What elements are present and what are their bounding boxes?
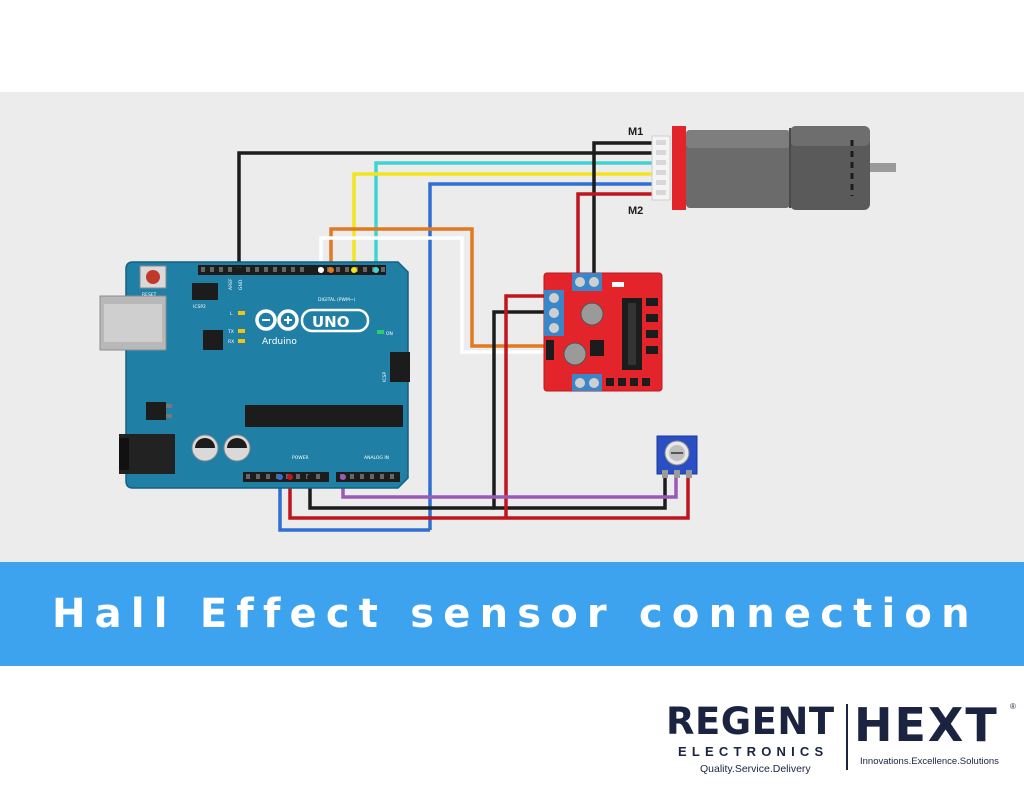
atmega16u2-chip — [203, 330, 223, 350]
motor-body — [790, 126, 870, 210]
driver-input-header — [546, 340, 554, 360]
logo-divider — [846, 704, 848, 770]
l-led-label: L — [230, 311, 233, 317]
banner-title: Hall Effect sensor connection — [52, 591, 979, 637]
driver-chip — [590, 340, 604, 356]
hext-registered-mark: ® — [1010, 702, 1016, 711]
hext-logo-tagline: Innovations.Excellence.Solutions — [860, 756, 999, 767]
wiring-diagram: M1 M2 — [0, 92, 1024, 562]
digital-label: DIGITAL (PWM~) — [318, 297, 356, 303]
gnd-label: GND — [238, 279, 244, 290]
driver-capacitor-1 — [580, 302, 604, 326]
wire-red-driver-vcc — [504, 294, 550, 518]
wire-blue-5v-bottom — [278, 476, 430, 532]
potentiometer — [656, 435, 698, 478]
on-label: ON — [386, 331, 393, 337]
motor-shaft — [870, 163, 896, 172]
driver-capacitor-2 — [563, 342, 587, 366]
voltage-regulator — [146, 402, 166, 420]
analog-header — [336, 472, 400, 482]
wire-red-motor-m2-to-driver — [576, 192, 658, 274]
tx-label: TX — [227, 329, 234, 335]
title-banner: Hall Effect sensor connection — [0, 562, 1024, 666]
uno-label: UNO — [312, 313, 350, 331]
icsp2-label: ICSP2 — [193, 304, 206, 310]
aref-label: AREF — [228, 278, 234, 290]
wire-orange-d6-to-driver — [329, 227, 550, 348]
motor-red-cap — [672, 126, 686, 210]
reset-label: RESET — [142, 292, 157, 298]
header-pin-dots — [236, 267, 379, 480]
icsp-label: ICSP — [382, 372, 388, 382]
wire-yellow-d3-to-motor — [352, 172, 658, 270]
regent-logo-tagline: Quality.Service.Delivery — [700, 763, 811, 775]
arduino-uno-board: RESET ICSP2 AREF GND DIGITAL (PWM~) L TX… — [99, 261, 410, 489]
rx-label: RX — [228, 339, 234, 345]
power-label: POWER — [292, 455, 309, 461]
arduino-brand-label: Arduino — [262, 337, 297, 347]
motor-label-m2: M2 — [628, 205, 643, 217]
wire-white-d7-to-driver — [319, 236, 550, 354]
icsp-header — [390, 352, 410, 382]
arduino-logo — [255, 308, 370, 333]
motor-driver-board — [543, 272, 663, 392]
wire-black-gnd-to-motor — [237, 151, 658, 270]
dc-motor — [651, 126, 896, 210]
circuit-svg: M1 M2 — [99, 126, 896, 532]
motor-gearbox — [686, 130, 790, 208]
regent-logo-subtitle: ELECTRONICS — [678, 744, 829, 759]
regent-logo-name: REGENT — [666, 700, 835, 743]
icsp2-header — [192, 283, 218, 300]
wire-black-motor-m1-to-driver — [592, 141, 658, 274]
motor-label-m1: M1 — [628, 126, 643, 138]
brand-logos: REGENT ELECTRONICS Quality.Service.Deliv… — [660, 700, 1024, 790]
hext-logo-name: HEXT — [854, 698, 999, 752]
wire-cyan-d2-to-motor — [374, 161, 658, 270]
atmega328-chip — [245, 405, 403, 427]
wire-blue-5v-to-motor — [428, 182, 658, 530]
wire-red-5v-to-pot — [288, 476, 690, 520]
analog-label: ANALOG IN — [364, 455, 389, 461]
